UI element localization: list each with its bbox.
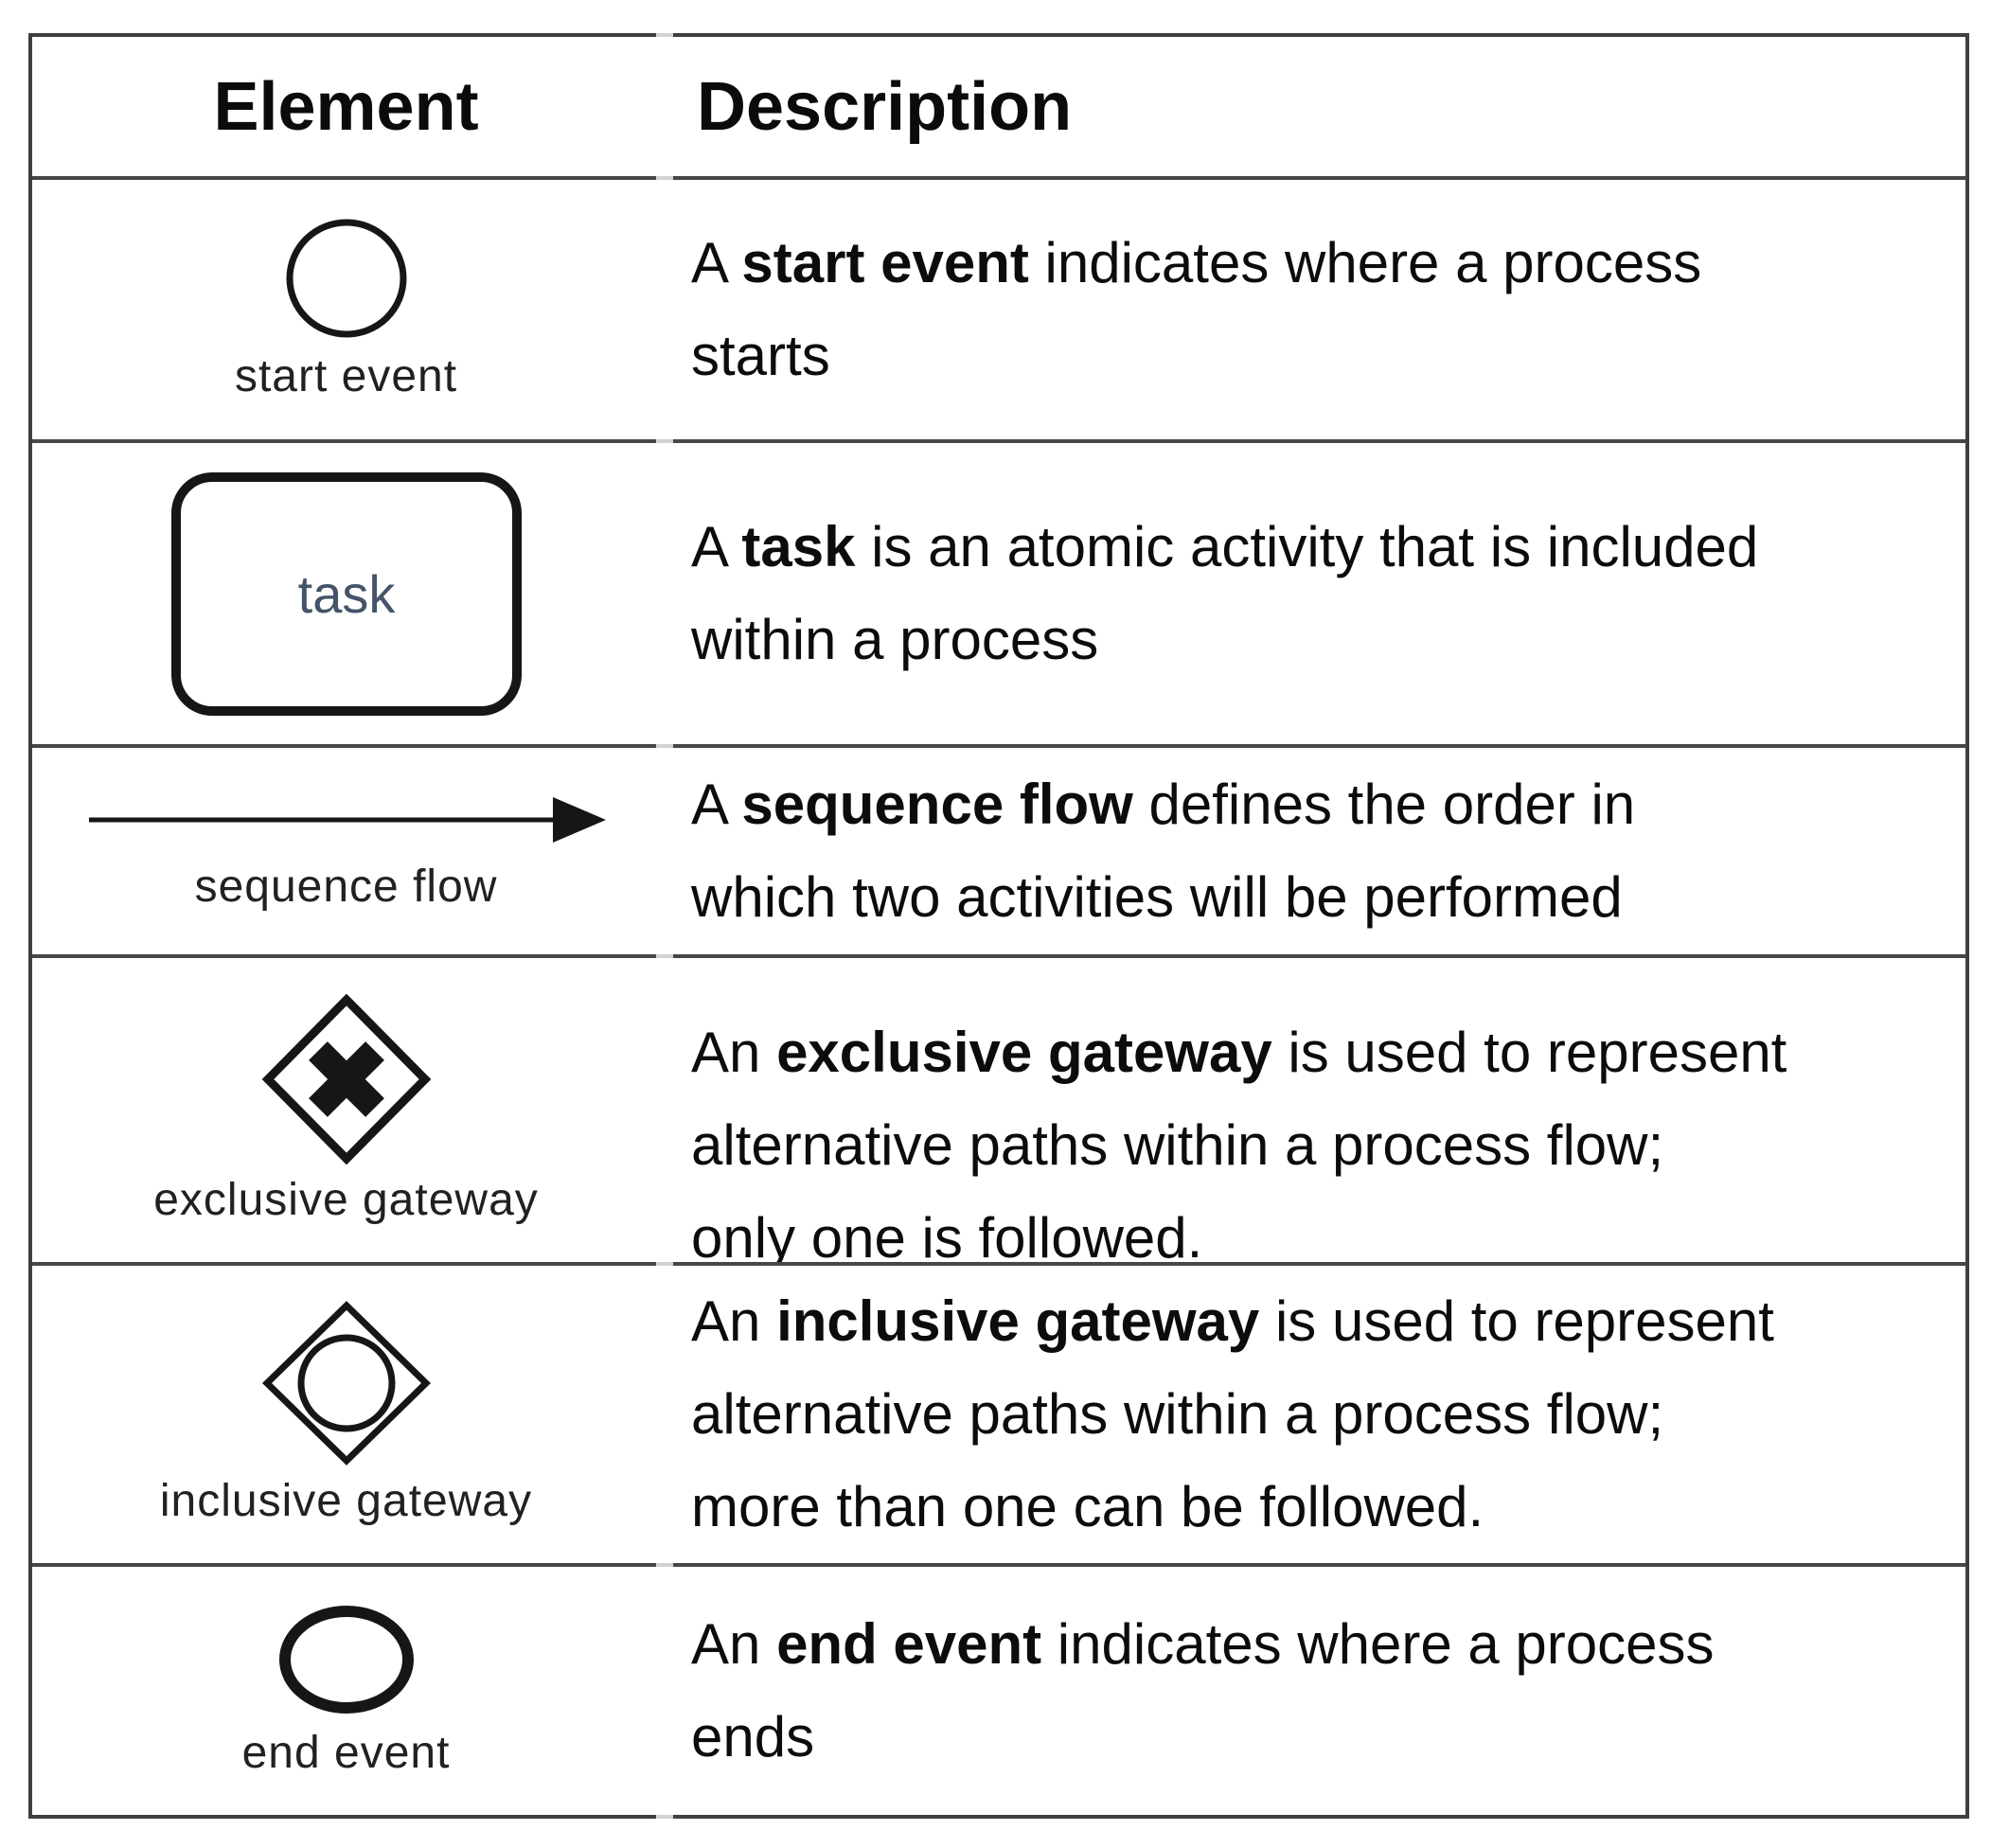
description-text: A — [691, 773, 742, 836]
description-cell: An exclusive gateway is used to represen… — [660, 958, 1965, 1263]
description-text: A — [691, 231, 742, 294]
description-cell: An end event indicates where a process e… — [660, 1567, 1965, 1815]
description-text: An — [691, 1020, 777, 1084]
description-term: task — [741, 515, 856, 578]
element-caption: inclusive gateway — [159, 1476, 533, 1526]
description-text: A — [691, 515, 742, 578]
element-caption: start event — [234, 351, 458, 401]
task-shape-label: task — [297, 564, 396, 624]
divider-notch — [656, 744, 673, 748]
divider-notch — [656, 33, 673, 37]
element-description: An inclusive gateway is used to represen… — [691, 1275, 1774, 1554]
description-cell: A sequence flow defines the order in whi… — [660, 748, 1965, 954]
description-term: sequence flow — [741, 773, 1133, 836]
column-header-element: Element — [213, 68, 479, 145]
end-event-icon — [278, 1606, 414, 1714]
sequence-flow-icon — [88, 797, 606, 843]
divider-notch — [656, 1815, 673, 1819]
description-cell: An inclusive gateway is used to represen… — [660, 1266, 1965, 1563]
description-cell: A start event indicates where a process … — [660, 180, 1965, 439]
divider-notch — [656, 954, 673, 958]
description-text: indicates where a process ends — [691, 1612, 1715, 1768]
element-caption: sequence flow — [194, 862, 498, 912]
element-description: A start event indicates where a process … — [691, 217, 1701, 402]
description-term: inclusive gateway — [776, 1289, 1260, 1353]
task-icon: task — [170, 471, 522, 716]
description-text: indicates where a process starts — [691, 231, 1702, 387]
element-cell: inclusive gateway — [32, 1266, 660, 1563]
description-text: defines the order in which two activitie… — [691, 773, 1636, 929]
element-description: An exclusive gateway is used to represen… — [691, 1006, 1787, 1263]
description-text: is used to represent alternative paths w… — [691, 1020, 1787, 1263]
divider-notch — [656, 1563, 673, 1567]
element-description: A task is an atomic activity that is inc… — [691, 501, 1758, 686]
description-term: start event — [741, 231, 1029, 294]
divider-notch — [656, 1262, 673, 1266]
start-event-icon — [286, 219, 406, 338]
table-header-row: Element Description — [32, 37, 1965, 180]
description-text: An — [691, 1612, 777, 1676]
description-term: end event — [776, 1612, 1042, 1676]
element-cell: start event — [32, 180, 660, 439]
divider-notch — [656, 176, 673, 180]
element-description: A sequence flow defines the order in whi… — [691, 758, 1635, 944]
description-text: An — [691, 1289, 777, 1353]
description-text: is an atomic activity that is included w… — [691, 515, 1759, 671]
divider-notch — [656, 439, 673, 443]
element-description: An end event indicates where a process e… — [691, 1598, 1715, 1784]
inclusive-gateway-icon — [261, 1301, 431, 1466]
exclusive-gateway-icon — [261, 993, 431, 1164]
element-cell: end event — [32, 1567, 660, 1815]
column-header-description: Description — [697, 68, 1073, 145]
element-caption: end event — [241, 1728, 451, 1778]
element-cell: task — [32, 443, 660, 744]
description-cell: A task is an atomic activity that is inc… — [660, 443, 1965, 744]
description-text: is used to represent alternative paths w… — [691, 1289, 1774, 1538]
description-term: exclusive gateway — [776, 1020, 1272, 1084]
element-cell: sequence flow — [32, 748, 660, 954]
element-caption: exclusive gateway — [153, 1174, 539, 1225]
element-cell: exclusive gateway — [32, 958, 660, 1262]
